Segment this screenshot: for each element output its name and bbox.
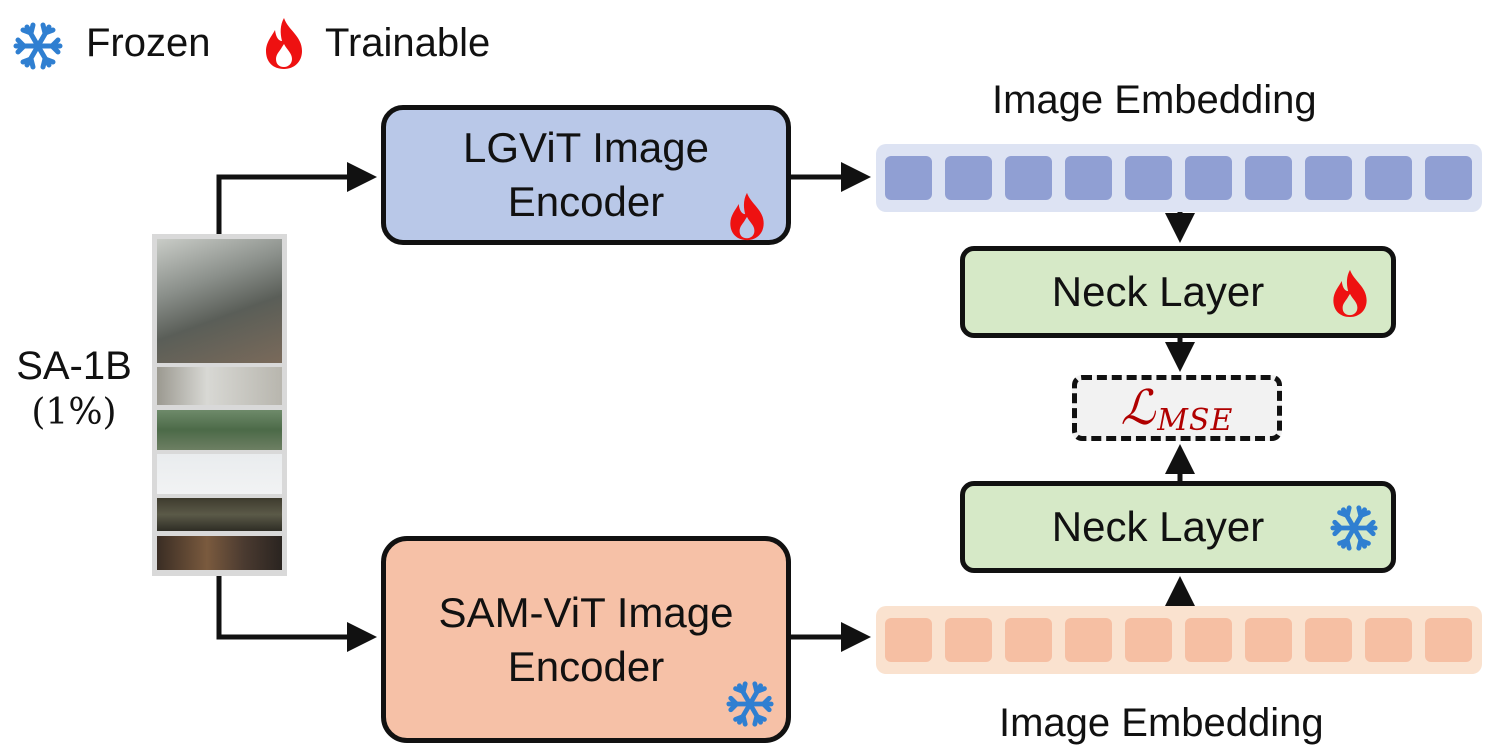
flame-icon [722, 191, 772, 246]
sample-image-car [157, 367, 282, 405]
dataset-name: SA-1B [16, 344, 132, 388]
embedding-token [1425, 618, 1472, 662]
embedding-token [1365, 618, 1412, 662]
embedding-token [1065, 618, 1112, 662]
trainable-neck-label: Neck Layer [1051, 268, 1265, 315]
frozen-neck-label: Neck Layer [1051, 503, 1265, 550]
snowflake-icon [723, 679, 777, 734]
loss-symbol: ℒ [1120, 382, 1156, 435]
embedding-token [1005, 618, 1052, 662]
lgvit-encoder-line2: Encoder [507, 178, 665, 225]
embedding-token [1065, 156, 1112, 200]
embedding-token [1185, 156, 1232, 200]
embedding-token [1245, 156, 1292, 200]
embedding-token [1185, 618, 1232, 662]
legend-trainable-label: Trainable [325, 21, 491, 65]
flame-icon [258, 16, 310, 75]
lgvit-encoder-line1: LGViT Image [463, 124, 709, 171]
embedding-token [945, 618, 992, 662]
snowflake-icon [10, 20, 66, 77]
teacher-image-embedding [876, 606, 1482, 674]
flame-icon [1326, 268, 1374, 323]
sample-image-water [157, 498, 282, 531]
sample-image-street [157, 536, 282, 570]
embedding-token [1305, 156, 1352, 200]
top-embedding-label: Image Embedding [992, 78, 1317, 122]
dataset-fraction: (1%) [31, 392, 117, 433]
bottom-embedding-label: Image Embedding [999, 701, 1324, 745]
lgvit-image-encoder: LGViT Image Encoder [381, 105, 791, 245]
embedding-token [1005, 156, 1052, 200]
sam-vit-image-encoder: SAM-ViT Image Encoder [381, 536, 791, 743]
embedding-token [1365, 156, 1412, 200]
embedding-token [1125, 618, 1172, 662]
embedding-token [1125, 156, 1172, 200]
sample-image-terminal [157, 239, 282, 363]
frozen-neck-layer: Neck Layer [960, 481, 1396, 573]
embedding-token [1305, 618, 1352, 662]
snowflake-icon [1327, 503, 1381, 558]
trainable-neck-layer: Neck Layer [960, 246, 1396, 338]
dataset-label: SA-1B (1%) [4, 344, 144, 438]
embedding-token [1425, 156, 1472, 200]
sample-image-snow [157, 454, 282, 494]
dataset-image-strip [152, 234, 287, 576]
embedding-token [1245, 618, 1292, 662]
embedding-token [885, 156, 932, 200]
loss-subscript: MSE [1157, 402, 1234, 438]
sample-image-grass [157, 410, 282, 450]
embedding-token [945, 156, 992, 200]
legend-frozen-label: Frozen [86, 21, 211, 65]
sam-encoder-line2: Encoder [507, 642, 665, 690]
embedding-token [885, 618, 932, 662]
sam-encoder-line1: SAM-ViT Image [438, 588, 734, 636]
student-image-embedding [876, 144, 1482, 212]
